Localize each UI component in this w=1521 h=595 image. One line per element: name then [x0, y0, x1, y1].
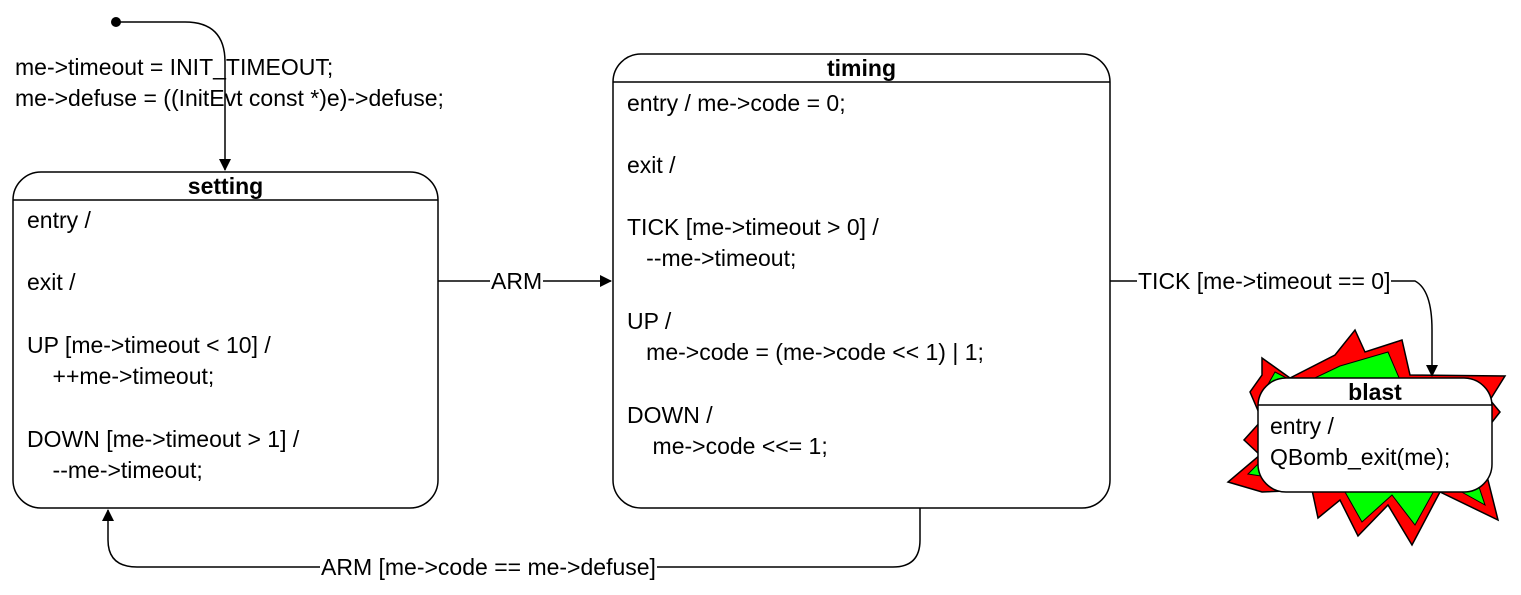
initial-action-line-1: me->timeout = INIT_TIMEOUT;	[15, 54, 334, 80]
blast-state-title: blast	[1348, 379, 1402, 405]
blast-entry-code: QBomb_exit(me);	[1270, 444, 1451, 470]
setting-exit-action: exit /	[27, 269, 76, 295]
timing-up-action: me->code = (me->code << 1) | 1;	[627, 339, 984, 365]
timing-tick-action: --me->timeout;	[627, 245, 797, 271]
timing-down-action: me->code <<= 1;	[627, 433, 828, 459]
setting-down-action: --me->timeout;	[27, 457, 203, 483]
tick-transition-label: TICK [me->timeout == 0]	[1137, 268, 1392, 294]
tick-transition-line	[1110, 280, 1438, 377]
arm-defuse-transition-label: ARM [me->code == me->defuse]	[320, 554, 657, 580]
timing-up-trigger: UP /	[627, 308, 672, 334]
setting-state-box[interactable]	[12, 171, 439, 509]
setting-up-action: ++me->timeout;	[27, 363, 215, 389]
initial-transition-line	[116, 21, 231, 171]
initial-action-line-2: me->defuse = ((InitEvt const *)e)->defus…	[15, 85, 444, 111]
timing-tick-trigger: TICK [me->timeout > 0] /	[627, 214, 879, 240]
timing-entry-action: entry / me->code = 0;	[627, 90, 846, 116]
blast-entry-action: entry /	[1270, 413, 1334, 439]
setting-down-trigger: DOWN [me->timeout > 1] /	[27, 426, 300, 452]
timing-down-trigger: DOWN /	[627, 402, 713, 428]
setting-up-trigger: UP [me->timeout < 10] /	[27, 332, 271, 358]
arm-transition-label: ARM	[490, 268, 544, 294]
blast-state-box[interactable]	[1257, 377, 1493, 493]
setting-state-title: setting	[187, 173, 264, 199]
timing-exit-action: exit /	[627, 152, 676, 178]
setting-entry-action: entry /	[27, 207, 91, 233]
timing-state-title: timing	[827, 55, 896, 81]
